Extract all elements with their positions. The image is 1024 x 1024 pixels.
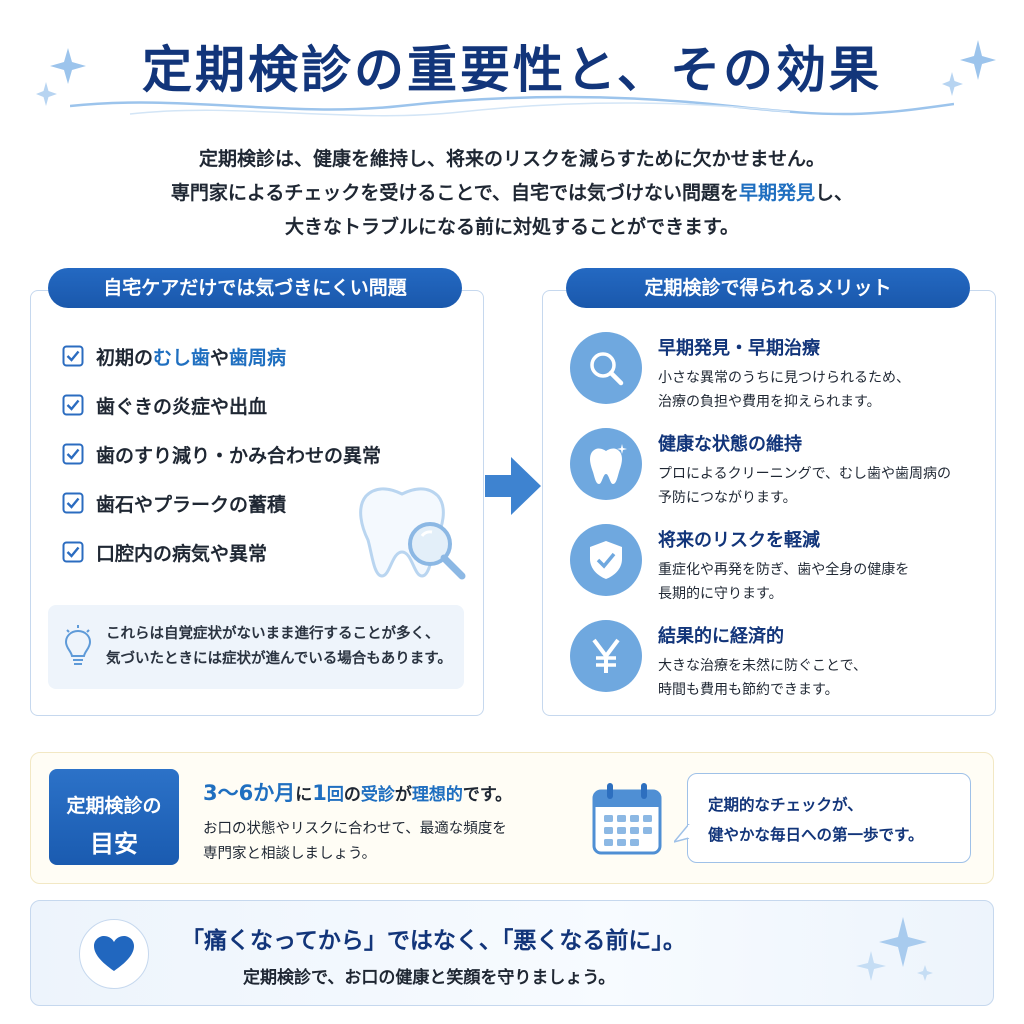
merit-item: 早期発見・早期治療 小さな異常のうちに見つけられるため、 治療の負担や費用を抑え… (658, 334, 910, 414)
list-item: 歯石やプラークの蓄積 (62, 487, 381, 519)
arrow-right-icon (483, 455, 543, 521)
shield-check-icon (570, 524, 642, 596)
intro-line: 大きなトラブルになる前に対処することができます。 (284, 216, 740, 238)
checkbox-icon (62, 394, 84, 416)
checklist: 初期のむし歯や歯周病 歯ぐきの炎症や出血 歯のすり減り・かみ合わせの異常 歯石や… (62, 340, 381, 568)
merit-item: 将来のリスクを軽減 重症化や再発を防ぎ、歯や全身の健康を 長期的に守ります。 (658, 526, 909, 606)
merits-header: 定期検診で得られるメリット (566, 268, 970, 308)
intro-line: 定期検診は、健康を維持し、将来のリスクを減らすために欠かせません。 (198, 148, 826, 170)
note-box: これらは自覚症状がないまま進行することが多く、 気づいたときには症状が進んでいる… (48, 605, 464, 689)
checkup-guide-box: 定期検診の 目安 3〜6か月に1回の受診が理想的です。 お口の状態やリスクに合わ… (30, 752, 994, 884)
list-item: 口腔内の病気や異常 (62, 536, 381, 568)
checkbox-icon (62, 345, 84, 367)
merit-desc: 長期的に守ります。 (658, 586, 783, 602)
heart-icon (79, 919, 149, 989)
list-item: 歯ぐきの炎症や出血 (62, 389, 381, 421)
note-text: これらは自覚症状がないまま進行することが多く、 気づいたときには症状が進んでいる… (106, 626, 452, 667)
footer-subtext: 定期検診で、お口の健康と笑顔を守りましょう。 (243, 968, 616, 988)
merit-desc: プロによるクリーニングで、むし歯や歯周病の (658, 466, 952, 482)
list-item: 初期のむし歯や歯周病 (62, 340, 381, 372)
merit-title: 早期発見・早期治療 (658, 338, 820, 359)
merit-item: 健康な状態の維持 プロによるクリーニングで、むし歯や歯周病の 予防につながります… (658, 430, 951, 510)
merit-desc: 時間も費用も節約できます。 (658, 682, 839, 698)
merit-desc: 予防につながります。 (658, 490, 797, 506)
tooth-magnifier-illustration (352, 484, 470, 588)
sparkle-icon (847, 913, 937, 997)
merit-title: 将来のリスクを軽減 (658, 530, 820, 551)
guide-badge: 定期検診の 目安 (49, 769, 179, 865)
footer-headline: 「痛くなってから」ではなく、「悪くなる前に」。 (181, 928, 686, 954)
footer-banner: 「痛くなってから」ではなく、「悪くなる前に」。 定期検診で、お口の健康と笑顔を守… (30, 900, 994, 1006)
speech-bubble: 定期的なチェックが、 健やかな毎日への第一歩です。 (674, 773, 971, 863)
highlight-text: 早期発見 (739, 182, 816, 204)
checkbox-icon (62, 492, 84, 514)
merit-desc: 重症化や再発を防ぎ、歯や全身の健康を (658, 562, 910, 578)
guide-main-text: 3〜6か月に1回の受診が理想的です。 (203, 781, 513, 805)
guide-sub-text: お口の状態やリスクに合わせて、最適な頻度を 専門家と相談しましょう。 (203, 821, 507, 862)
merit-desc: 治療の負担や費用を抑えられます。 (658, 394, 881, 410)
yen-icon (570, 620, 642, 692)
guide-badge-line: 定期検診の (66, 795, 162, 817)
checkbox-icon (62, 443, 84, 465)
list-item: 歯のすり減り・かみ合わせの異常 (62, 438, 381, 470)
tooth-icon (570, 428, 642, 500)
speech-bubble-tail (674, 824, 690, 843)
lightbulb-icon (64, 625, 92, 665)
guide-badge-line: 目安 (90, 830, 138, 858)
decorative-wave (69, 90, 955, 124)
merit-title: 結果的に経済的 (658, 626, 784, 647)
sparkle-icon (36, 48, 86, 110)
calendar-icon (591, 781, 663, 861)
checkbox-icon (62, 541, 84, 563)
sparkle-icon (940, 40, 996, 96)
intro-text: 定期検診は、健康を維持し、将来のリスクを減らすために欠かせません。 専門家による… (0, 142, 1024, 244)
intro-line: 専門家によるチェックを受けることで、自宅では気づけない問題を早期発見し、 (170, 182, 854, 204)
home-care-header: 自宅ケアだけでは気づきにくい問題 (48, 268, 462, 308)
merit-desc: 小さな異常のうちに見つけられるため、 (658, 370, 910, 386)
speech-bubble-text: 定期的なチェックが、 健やかな毎日への第一歩です。 (708, 796, 924, 844)
merit-title: 健康な状態の維持 (658, 434, 802, 455)
merit-desc: 大きな治療を未然に防ぐことで、 (658, 658, 868, 674)
magnifier-icon (570, 332, 642, 404)
page-title: 定期検診の重要性と、その効果 (142, 41, 882, 99)
merit-item: 結果的に経済的 大きな治療を未然に防ぐことで、 時間も費用も節約できます。 (658, 622, 867, 702)
